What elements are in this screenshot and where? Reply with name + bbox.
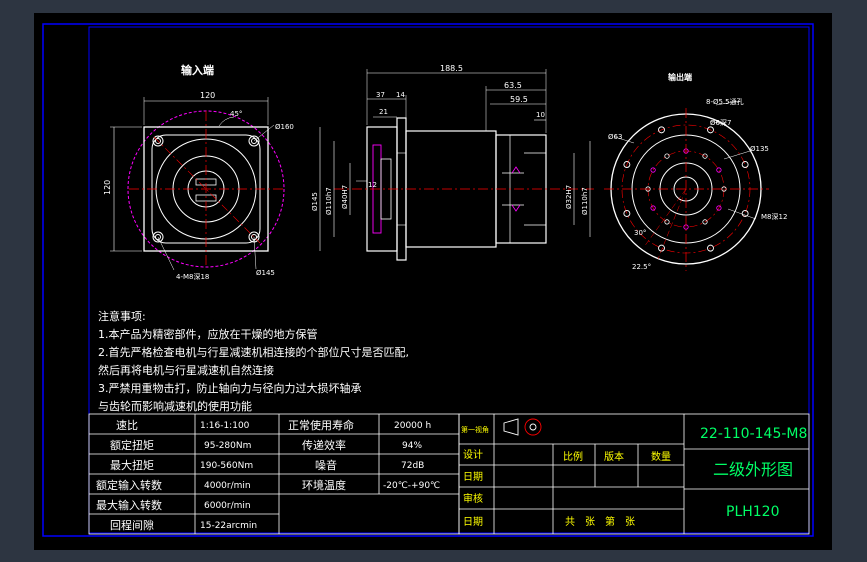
tb-projection: 第一视角 <box>461 425 489 434</box>
flange-bolt-hole <box>658 244 665 252</box>
tb-model: PLH120 <box>726 504 780 520</box>
spec-table <box>88 413 460 535</box>
output-tapped-hole <box>716 167 722 173</box>
dim-59-5: 59.5 <box>510 95 528 104</box>
flange-bolt-hole <box>707 244 714 252</box>
output-tapped-hole <box>650 205 656 211</box>
spec-rows: 速比 1:16-1:100 正常使用寿命 20000 h 额定扭矩 95-280… <box>96 418 440 532</box>
note-line: 2.首先严格检查电机与行星减速机相连接的个部位尺寸是否匹配, <box>98 345 409 359</box>
spec-label: 速比 <box>116 419 138 432</box>
input-end-view <box>110 97 285 271</box>
outer-frame <box>42 23 814 537</box>
spec-label: 回程间隙 <box>110 518 154 532</box>
output-tapped-hole <box>716 205 722 211</box>
output-tapped-hole <box>664 153 670 159</box>
dim-63-5: 63.5 <box>504 81 522 90</box>
input-end-title: 输入端 <box>181 63 214 77</box>
dim-phi110h7: Ø110h7 <box>325 187 333 215</box>
spec-value: 1:16-1:100 <box>200 421 250 431</box>
spec-value: 15-22arcmin <box>200 521 257 531</box>
flange-bolt-hole <box>658 126 665 134</box>
dim-phi160: Ø160 <box>275 123 294 131</box>
output-end-view <box>604 100 769 271</box>
spec-label: 传递效率 <box>302 438 346 452</box>
dim-120-top: 120 <box>200 91 215 100</box>
flange-bolt-hole <box>741 210 749 217</box>
spec-value: 6000r/min <box>204 501 251 511</box>
spec-label: 环境温度 <box>302 478 346 492</box>
inner-frame <box>88 26 810 534</box>
dim-21: 21 <box>379 108 388 116</box>
tb-date2: 日期 <box>463 516 483 528</box>
dim-10: 10 <box>536 111 545 119</box>
dim-188-5: 188.5 <box>440 64 463 73</box>
output-end-title: 输出端 <box>668 72 692 82</box>
spec-label: 正常使用寿命 <box>288 418 354 432</box>
tb-drawing-number: 22-110-145-M8 <box>700 426 807 442</box>
flange-bolt-hole <box>741 161 749 168</box>
dim-phi110h7-r: Ø110h7 <box>581 187 589 215</box>
dim-phi63: Ø63 <box>608 133 622 141</box>
spec-label: 最大扭矩 <box>110 458 154 472</box>
spec-value: 72dB <box>401 461 424 471</box>
cad-drawing: 输入端 120 120 45° Ø160 Ø145 4-M8深18 <box>42 23 814 537</box>
spec-label: 额定输入转数 <box>96 478 162 492</box>
note-line: 3.严禁用重物击打，防止轴向力与径向力过大损坏轴承 <box>98 381 362 395</box>
projection-symbol <box>503 418 542 436</box>
dim-120-side: 120 <box>103 180 112 195</box>
spec-label: 额定扭矩 <box>110 438 154 452</box>
spec-value: 95-280Nm <box>204 441 251 451</box>
dim-phi145-front: Ø145 <box>256 269 275 277</box>
flange-bolt-hole <box>707 126 714 134</box>
title-block <box>458 413 810 535</box>
dim-30deg: 30° <box>634 229 646 237</box>
spec-value: 94% <box>402 441 422 451</box>
dim-phi135: Ø135 <box>750 145 769 153</box>
tb-design: 设计 <box>463 448 483 461</box>
tb-review: 审核 <box>463 492 483 505</box>
tb-sheets: 共 张 第 张 <box>565 515 635 528</box>
tb-version: 版本 <box>604 450 624 463</box>
spec-label: 最大输入转数 <box>96 498 162 512</box>
flange-bolt-hole <box>623 210 631 217</box>
output-tapped-hole <box>702 153 708 159</box>
output-tapped-hole <box>664 219 670 225</box>
note-line: 然后再将电机与行星减速机自然连接 <box>98 363 274 377</box>
dim-m8: M8深12 <box>761 212 787 221</box>
dim-phi32h7: Ø32H7 <box>565 185 573 209</box>
dim-22-5deg: 22.5° <box>632 263 651 271</box>
spec-value: 4000r/min <box>204 481 251 491</box>
tb-quantity: 数量 <box>651 450 671 463</box>
dim-45deg: 45° <box>230 110 242 118</box>
output-tapped-hole <box>702 219 708 225</box>
tb-date1: 日期 <box>463 471 483 483</box>
dim-phi145-side: Ø145 <box>311 192 319 211</box>
dim-37: 37 <box>376 91 385 99</box>
dim-8phi5-5: 8-Ø5.5通孔 <box>706 97 744 106</box>
spec-value: -20℃-+90℃ <box>383 481 440 491</box>
spec-value: 190-560Nm <box>200 461 253 471</box>
spec-label: 噪音 <box>315 458 337 472</box>
notes-title: 注意事项: <box>98 309 146 323</box>
flange-bolt-hole <box>623 161 631 168</box>
dim-4m8: 4-M8深18 <box>176 272 209 281</box>
note-line: 1.本产品为精密部件，应放在干燥的地方保管 <box>98 327 318 341</box>
dim-12: 12 <box>368 181 377 189</box>
output-tapped-hole <box>650 167 656 173</box>
drawing-sheet: 输入端 120 120 45° Ø160 Ø145 4-M8深18 <box>34 13 832 550</box>
side-view <box>319 69 594 261</box>
spec-value: 20000 h <box>394 421 431 431</box>
tb-scale: 比例 <box>563 450 583 463</box>
dim-14: 14 <box>396 91 405 99</box>
tb-drawing-name: 二级外形图 <box>713 460 793 479</box>
note-line: 与齿轮而影响减速机的使用功能 <box>98 399 252 413</box>
dim-phi6: Ø6深7 <box>710 118 731 127</box>
dim-phi40h7: Ø40H7 <box>341 185 349 209</box>
notes: 注意事项: 1.本产品为精密部件，应放在干燥的地方保管 2.首先严格检查电机与行… <box>98 309 409 413</box>
